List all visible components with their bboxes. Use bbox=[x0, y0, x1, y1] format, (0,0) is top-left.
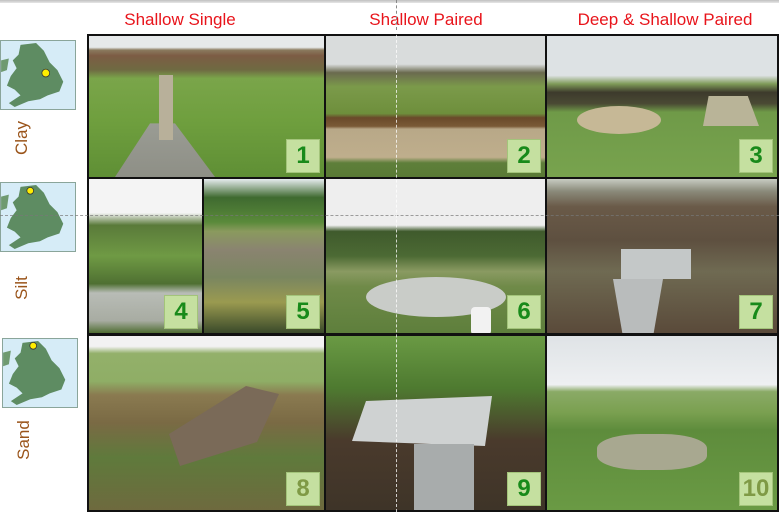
photo-number-badge: 2 bbox=[507, 139, 541, 173]
england-wales-map-icon bbox=[1, 184, 64, 250]
row-label-silt: Silt bbox=[12, 276, 31, 300]
photo-number-badge: 9 bbox=[507, 472, 541, 506]
photo-9-sand-shallow-paired: 9 bbox=[324, 334, 547, 512]
column-title-shallow-single: Shallow Single bbox=[124, 10, 236, 29]
photo-7-silt-deep-shallow-paired: 7 bbox=[545, 177, 779, 335]
england-wales-map-icon bbox=[1, 42, 64, 108]
photo-10-sand-deep-shallow-paired: 10 bbox=[545, 334, 779, 512]
photo-number-badge: 8 bbox=[286, 472, 320, 506]
photo-number-badge: 3 bbox=[739, 139, 773, 173]
location-marker-icon bbox=[29, 342, 37, 350]
photo-number-badge: 5 bbox=[286, 295, 320, 329]
row-label-sand: Sand bbox=[14, 420, 33, 460]
photo-1-clay-shallow-single: 1 bbox=[87, 34, 326, 179]
location-marker-icon bbox=[26, 186, 35, 195]
top-border bbox=[0, 0, 779, 3]
location-marker-icon bbox=[41, 68, 51, 78]
row-label-clay: Clay bbox=[12, 121, 31, 156]
photo-8-sand-shallow-single: 8 bbox=[87, 334, 326, 512]
photo-number-badge: 10 bbox=[739, 472, 773, 506]
photo-4-silt-shallow-single: 4 bbox=[87, 177, 204, 335]
map-sand bbox=[2, 338, 78, 408]
column-title-deep-shallow-paired: Deep & Shallow Paired bbox=[577, 10, 753, 29]
map-clay bbox=[0, 40, 76, 110]
photo-3-clay-deep-shallow-paired: 3 bbox=[545, 34, 779, 179]
photo-6-silt-shallow-paired: 6 bbox=[324, 177, 547, 335]
photo-2-clay-shallow-paired: 2 bbox=[324, 34, 547, 179]
photo-number-badge: 1 bbox=[286, 139, 320, 173]
map-silt bbox=[0, 182, 76, 252]
photo-5-silt-shallow-single: 5 bbox=[202, 177, 326, 335]
column-title-shallow-paired: Shallow Paired bbox=[369, 10, 483, 29]
photo-number-badge: 4 bbox=[164, 295, 198, 329]
england-wales-map-icon bbox=[3, 340, 66, 406]
photo-number-badge: 6 bbox=[507, 295, 541, 329]
photo-number-badge: 7 bbox=[739, 295, 773, 329]
